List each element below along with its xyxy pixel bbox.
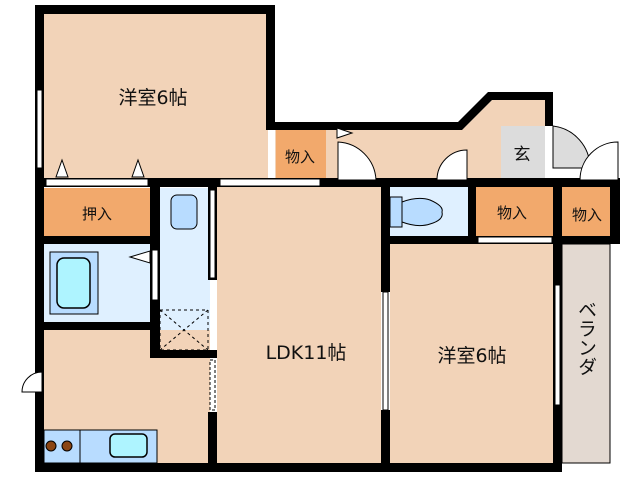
western-room-1-floor (44, 14, 268, 180)
kitchen-opening (209, 359, 216, 411)
storage-2-label: 物入 (497, 204, 527, 222)
balcony-window[interactable] (554, 284, 561, 406)
entrance-floor (501, 126, 545, 180)
kitchen-door[interactable] (21, 371, 43, 393)
door-marker (336, 127, 354, 139)
toilet-door[interactable] (436, 149, 468, 181)
door-marker (128, 250, 151, 264)
room-door[interactable] (337, 141, 377, 181)
storage-1-floor (276, 130, 326, 178)
closet-marker (55, 158, 69, 178)
storage-3-label: 物入 (572, 206, 602, 224)
toilet-tank-icon (389, 196, 403, 228)
ldk-floor (217, 187, 381, 463)
western-room-2-label: 洋室6帖 (437, 345, 506, 367)
room-sliding-door[interactable] (382, 291, 389, 411)
bath-door[interactable] (151, 249, 159, 301)
storage-door[interactable] (579, 141, 619, 181)
entrance-label: 玄 (514, 145, 531, 165)
sliding-door[interactable] (219, 178, 321, 187)
sink-icon (109, 433, 148, 458)
washroom-sliding-door[interactable] (209, 189, 216, 279)
storage-3-floor (562, 187, 610, 236)
oshiire-sliding-door[interactable] (45, 178, 149, 187)
ldk-label: LDK11帖 (266, 342, 347, 364)
storage-1-label: 物入 (285, 148, 315, 166)
balcony-floor (561, 243, 611, 464)
stove-burner-icon (61, 440, 73, 452)
balcony-label: ベランダ (575, 300, 597, 376)
window (36, 89, 43, 169)
western-room-1-label: 洋室6帖 (118, 87, 187, 109)
western-room-2-floor (390, 244, 553, 463)
toilet-icon (401, 197, 443, 227)
closet-marker (131, 158, 145, 178)
bathtub-basin-icon (56, 257, 91, 309)
oshiire-floor (44, 188, 150, 236)
storage-2-floor (476, 187, 553, 236)
oshiire-label: 押入 (82, 205, 112, 223)
washbasin-icon (170, 194, 198, 230)
storage-sliding-door[interactable] (477, 236, 553, 244)
stove-burner-icon (45, 440, 57, 452)
